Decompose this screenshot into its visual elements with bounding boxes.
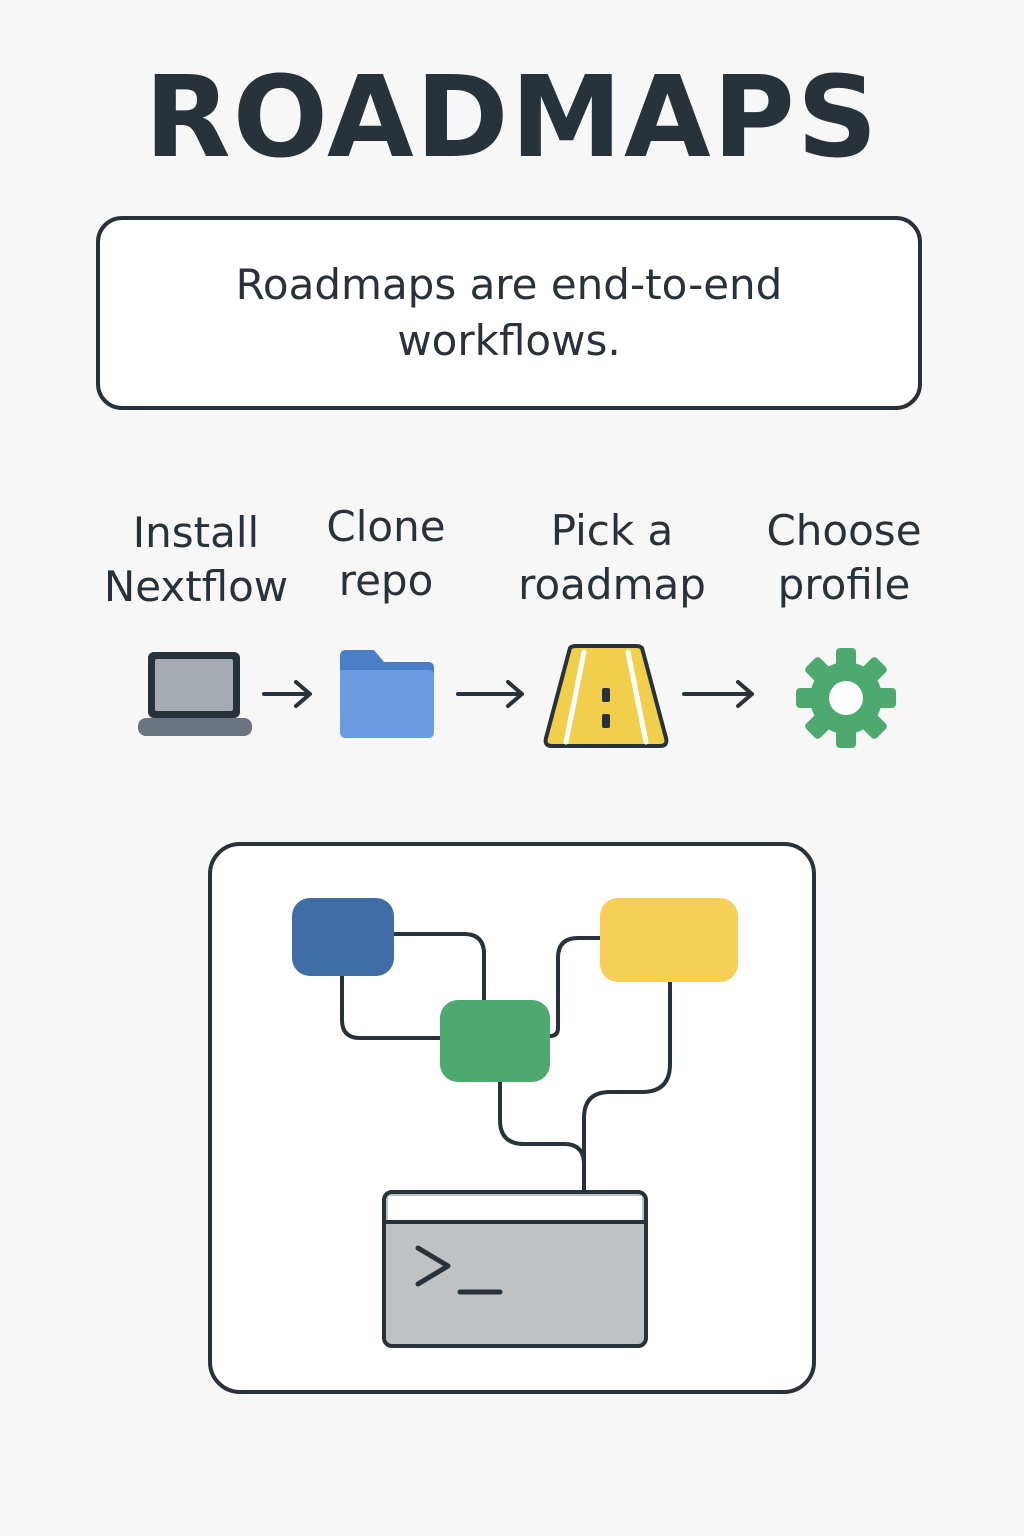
step-label-pick-roadmap: Pick a roadmap: [518, 506, 706, 609]
workflow-diagram-card: [208, 842, 816, 1394]
road-icon: [543, 644, 669, 748]
workflow-node-yellow: [600, 898, 738, 982]
step-label-clone-repo: Clone repo: [326, 502, 446, 605]
step-label-install-nextflow: Install Nextflow: [103, 508, 289, 611]
page-title: ROADMAPS: [144, 53, 880, 183]
workflow-diagram-icon: [292, 898, 738, 1348]
arrow-icon: [682, 680, 754, 708]
laptop-icon: [138, 652, 252, 736]
workflow-node-blue: [292, 898, 394, 976]
arrow-icon: [262, 680, 312, 708]
terminal-icon: [382, 1190, 648, 1348]
description-text: Roadmaps are end-to-end workflows.: [235, 260, 783, 365]
folder-icon: [340, 650, 434, 738]
workflow-node-green: [440, 1000, 550, 1082]
gear-icon: [796, 648, 896, 748]
arrow-icon: [456, 680, 524, 708]
step-label-choose-profile: Choose profile: [766, 506, 922, 609]
description-callout: Roadmaps are end-to-end workflows.: [96, 216, 922, 410]
